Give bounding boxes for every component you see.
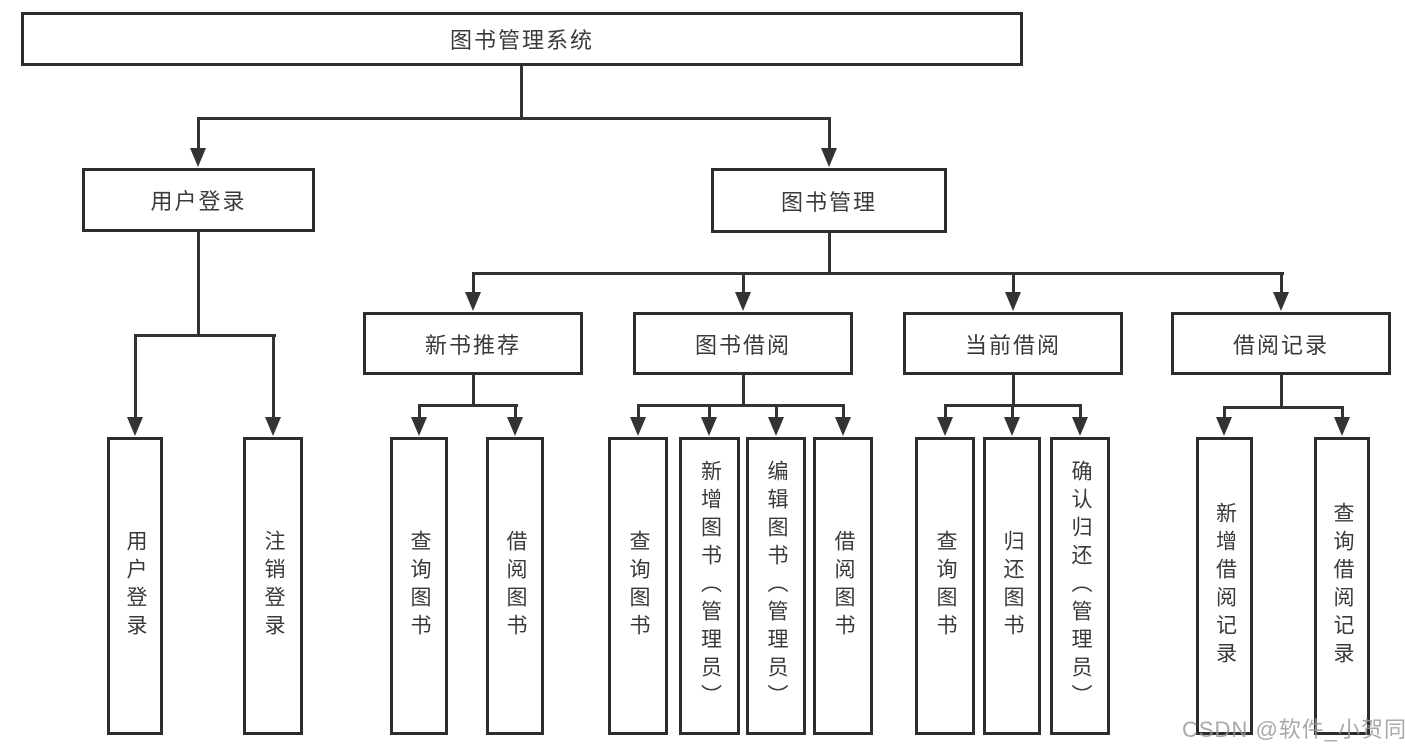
node-new-book-rec: 新书推荐 bbox=[363, 312, 583, 375]
node-logout: 注销登录 bbox=[243, 437, 303, 735]
connector-line-vertical bbox=[1280, 375, 1283, 408]
node-label: 查询图书 bbox=[408, 530, 431, 642]
connector-line-vertical bbox=[842, 404, 845, 421]
node-cb-confirm-return: 确认归还（管理员） bbox=[1050, 437, 1110, 735]
arrowhead-down-icon bbox=[411, 417, 427, 436]
node-label: 图书管理 bbox=[780, 189, 877, 215]
node-label: 编辑图书（管理员） bbox=[765, 460, 788, 712]
arrowhead-down-icon bbox=[768, 417, 784, 436]
node-label: 当前借阅 bbox=[964, 332, 1061, 358]
node-label: 借阅图书 bbox=[504, 530, 527, 642]
connector-line-vertical bbox=[514, 404, 517, 421]
connector-line-vertical bbox=[1012, 375, 1015, 407]
connector-line-vertical bbox=[1012, 272, 1015, 296]
node-label: 借阅记录 bbox=[1232, 332, 1329, 358]
arrowhead-down-icon bbox=[465, 292, 481, 311]
node-label: 借阅图书 bbox=[832, 530, 855, 642]
connector-line-vertical bbox=[1011, 404, 1014, 421]
csdn-watermark: CSDN @软件_小贺同学 bbox=[1182, 717, 1405, 742]
connector-line-horizontal bbox=[472, 272, 1284, 275]
arrowhead-down-icon bbox=[190, 148, 206, 167]
connector-line-vertical bbox=[520, 66, 523, 119]
node-cb-return-books: 归还图书 bbox=[983, 437, 1041, 735]
arrowhead-down-icon bbox=[821, 148, 837, 167]
node-rec-query-books: 查询图书 bbox=[390, 437, 448, 735]
arrowhead-down-icon bbox=[507, 417, 523, 436]
connector-line-vertical bbox=[944, 404, 947, 421]
node-label: 查询图书 bbox=[934, 530, 957, 642]
node-hist-query-record: 查询借阅记录 bbox=[1314, 437, 1370, 735]
node-book-borrow: 图书借阅 bbox=[633, 312, 853, 375]
connector-line-vertical bbox=[1079, 404, 1082, 421]
arrowhead-down-icon bbox=[1072, 417, 1088, 436]
node-bb-borrow-books: 借阅图书 bbox=[813, 437, 873, 735]
connector-line-vertical bbox=[708, 404, 711, 421]
connector-line-vertical bbox=[134, 334, 137, 420]
connector-line-vertical bbox=[197, 232, 200, 337]
node-bb-edit-books: 编辑图书（管理员） bbox=[746, 437, 806, 735]
arrowhead-down-icon bbox=[835, 417, 851, 436]
connector-line-vertical bbox=[828, 117, 831, 152]
connector-line-vertical bbox=[472, 375, 475, 407]
connector-line-vertical bbox=[637, 404, 640, 421]
node-bb-query-books: 查询图书 bbox=[608, 437, 668, 735]
connector-line-vertical bbox=[418, 404, 421, 421]
connector-line-horizontal bbox=[197, 117, 831, 120]
node-label: 查询借阅记录 bbox=[1331, 502, 1354, 670]
node-label: 新增借阅记录 bbox=[1213, 502, 1237, 670]
arrowhead-down-icon bbox=[630, 417, 646, 436]
connector-line-horizontal bbox=[134, 334, 276, 337]
arrowhead-down-icon bbox=[1334, 417, 1350, 436]
connector-line-horizontal bbox=[1223, 406, 1344, 409]
connector-line-vertical bbox=[742, 375, 745, 407]
node-label: 查询图书 bbox=[627, 530, 650, 642]
arrowhead-down-icon bbox=[1216, 417, 1232, 436]
node-label: 确认归还（管理员） bbox=[1069, 460, 1092, 712]
node-label: 图书借阅 bbox=[694, 332, 791, 358]
node-user-login: 用户登录 bbox=[107, 437, 163, 735]
connector-line-vertical bbox=[1223, 406, 1226, 421]
arrowhead-down-icon bbox=[1004, 417, 1020, 436]
connector-line-horizontal bbox=[637, 404, 845, 407]
arrowhead-down-icon bbox=[1273, 292, 1289, 311]
node-current-borrow: 当前借阅 bbox=[903, 312, 1123, 375]
connector-line-vertical bbox=[775, 404, 778, 421]
node-borrow-history: 借阅记录 bbox=[1171, 312, 1391, 375]
node-user-login-group: 用户登录 bbox=[82, 168, 315, 232]
node-label: 图书管理系统 bbox=[449, 28, 594, 53]
connector-line-horizontal bbox=[418, 404, 518, 407]
node-label: 用户登录 bbox=[150, 189, 247, 214]
arrowhead-down-icon bbox=[937, 417, 953, 436]
arrowhead-down-icon bbox=[701, 417, 717, 436]
connector-line-vertical bbox=[828, 233, 831, 275]
node-rec-borrow-books: 借阅图书 bbox=[486, 437, 544, 735]
node-cb-query-books: 查询图书 bbox=[915, 437, 975, 735]
arrowhead-down-icon bbox=[265, 417, 281, 436]
node-label: 用户登录 bbox=[124, 530, 147, 642]
connector-line-vertical bbox=[472, 272, 475, 296]
arrowhead-down-icon bbox=[127, 417, 143, 436]
connector-line-vertical bbox=[197, 117, 200, 152]
node-bb-add-books: 新增图书（管理员） bbox=[679, 437, 740, 735]
node-label: 新书推荐 bbox=[424, 332, 521, 358]
node-label: 新增图书（管理员） bbox=[698, 460, 722, 712]
arrowhead-down-icon bbox=[735, 292, 751, 311]
connector-line-vertical bbox=[272, 334, 275, 420]
arrowhead-down-icon bbox=[1005, 292, 1021, 311]
node-label: 注销登录 bbox=[262, 530, 285, 642]
node-root: 图书管理系统 bbox=[21, 12, 1023, 66]
node-book-mgmt: 图书管理 bbox=[711, 168, 947, 233]
connector-line-vertical bbox=[1280, 272, 1283, 296]
node-hist-add-record: 新增借阅记录 bbox=[1196, 437, 1253, 735]
node-label: 归还图书 bbox=[1001, 530, 1024, 642]
connector-line-vertical bbox=[742, 272, 745, 296]
connector-line-vertical bbox=[1341, 406, 1344, 421]
